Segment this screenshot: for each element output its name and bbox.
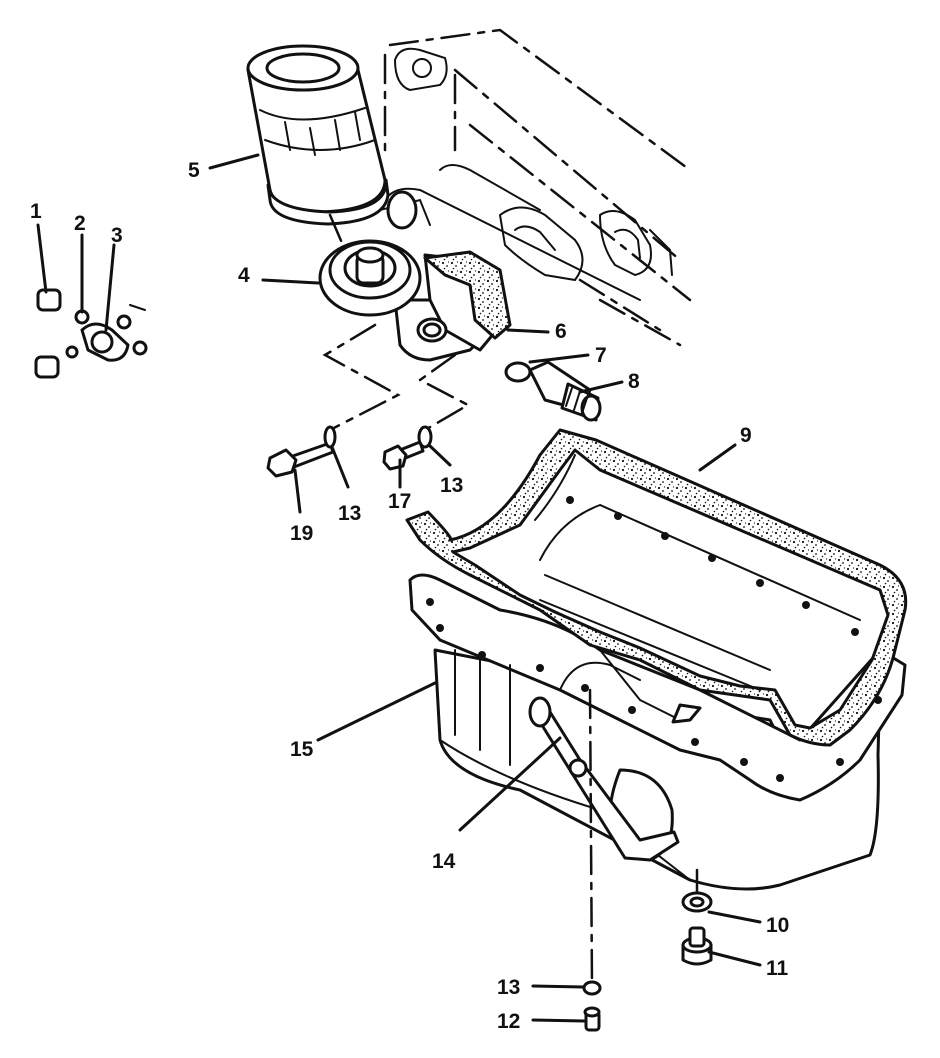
callout-11: 11 <box>766 957 789 980</box>
drain-washer-10-hole <box>689 896 705 908</box>
callout-5: 5 <box>188 159 200 182</box>
oil-filter <box>246 44 390 226</box>
oil-pan-gasket <box>405 428 908 747</box>
bolt-17 <box>382 440 425 471</box>
callout-10: 10 <box>766 914 789 937</box>
callout-7: 7 <box>595 344 607 367</box>
bolt-path-19 <box>322 323 401 432</box>
filter-centerline <box>328 213 347 252</box>
callout-8: 8 <box>628 370 640 393</box>
callout-13-bottom: 13 <box>497 976 520 999</box>
leader-lines <box>36 153 762 1023</box>
callout-3: 3 <box>111 224 123 247</box>
callout-13-left: 13 <box>338 502 361 525</box>
washer-13-mid <box>417 425 433 449</box>
oil-line-fitting <box>528 360 602 422</box>
drain-centerline <box>588 688 594 987</box>
dipstick-tube <box>528 696 680 862</box>
pan-gasket-inner-face <box>534 454 861 691</box>
drain-washer-13 <box>582 980 602 996</box>
callout-4: 4 <box>238 264 250 287</box>
callout-6: 6 <box>555 320 567 343</box>
callout-labels: 1 2 3 4 5 6 7 8 9 10 11 12 13 13 13 14 1… <box>30 159 789 1033</box>
bolt-path-17 <box>417 353 471 432</box>
adapter-gasket <box>423 250 512 340</box>
oil-pressure-sender-assembly <box>34 288 148 379</box>
callout-13-mid: 13 <box>440 474 463 497</box>
callout-9: 9 <box>740 424 752 447</box>
callout-17: 17 <box>388 490 411 513</box>
callout-2: 2 <box>74 212 86 235</box>
callout-1: 1 <box>30 200 42 223</box>
bolt-19 <box>266 441 335 478</box>
callout-15: 15 <box>290 738 314 761</box>
engine-block-phantom <box>379 28 692 347</box>
callout-14: 14 <box>432 850 456 873</box>
washer-13-left <box>323 425 337 449</box>
callout-19: 19 <box>290 522 313 545</box>
o-ring-seal <box>504 361 532 383</box>
drain-plug-12 <box>583 1006 601 1032</box>
drain-plug-11 <box>681 926 713 966</box>
callout-12: 12 <box>497 1010 520 1033</box>
filter-adapter <box>318 239 507 362</box>
